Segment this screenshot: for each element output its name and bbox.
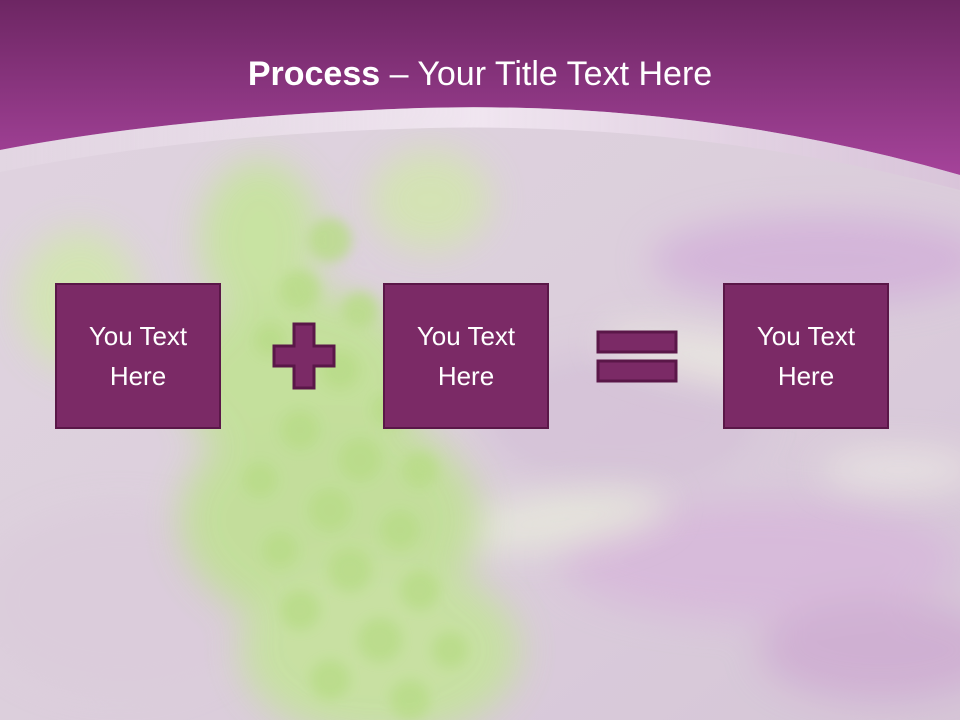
process-box-2[interactable]: You Text Here xyxy=(383,283,549,429)
process-box-1-text: You Text Here xyxy=(88,321,188,391)
plus-icon xyxy=(272,322,336,390)
title-rest: – Your Title Text Here xyxy=(380,55,713,93)
process-box-2-text: You Text Here xyxy=(416,321,516,391)
process-box-1[interactable]: You Text Here xyxy=(55,283,221,429)
equals-icon xyxy=(596,330,678,383)
process-box-3-text: You Text Here xyxy=(756,321,856,391)
slide-title: Process – Your Title Text Here xyxy=(0,52,960,96)
header-band xyxy=(0,0,960,190)
process-box-3[interactable]: You Text Here xyxy=(723,283,889,429)
title-bold: Process xyxy=(247,55,381,93)
